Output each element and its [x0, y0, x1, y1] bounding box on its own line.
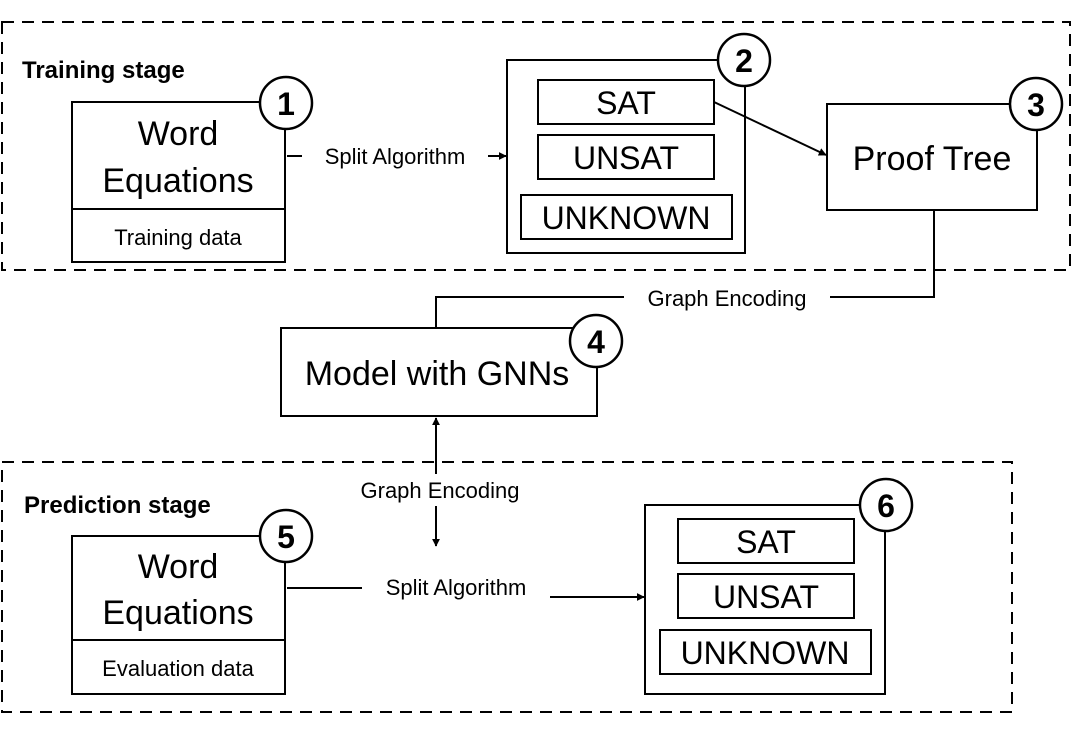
- training-sat-box: [537, 79, 715, 125]
- prediction-unknown-box: [659, 629, 872, 675]
- training-unknown-label: UNKNOWN: [542, 200, 711, 236]
- prediction-results-box: SAT UNSAT UNKNOWN: [644, 504, 886, 695]
- proof-tree-box: Proof Tree: [826, 103, 1038, 211]
- graph-encoding-mid-label: Graph Encoding: [361, 478, 520, 503]
- model-gnn-box: Model with GNNs: [280, 327, 598, 417]
- badge-1-label: 1: [277, 86, 295, 122]
- training-data-label: Training data: [114, 225, 242, 250]
- evaluation-data-label: Evaluation data: [102, 656, 254, 681]
- sat-to-proof-tree-arrow: [713, 101, 827, 156]
- training-unsat-box: [537, 134, 715, 180]
- badge-4-label: 4: [587, 324, 605, 360]
- training-word-equations-line2: Equations: [102, 162, 253, 200]
- training-sat-label: SAT: [596, 85, 656, 121]
- training-split-label: Split Algorithm: [325, 144, 466, 169]
- badge-2: 2: [716, 32, 772, 88]
- graph-encoding-top-label: Graph Encoding: [648, 286, 807, 311]
- prediction-unsat-box: [677, 573, 855, 619]
- prediction-word-equations-line1: Word: [138, 548, 219, 586]
- badge-3: 3: [1008, 76, 1064, 132]
- badge-4: 4: [568, 313, 624, 369]
- prediction-split-label: Split Algorithm: [386, 575, 527, 600]
- proof-tree-label: Proof Tree: [853, 140, 1012, 178]
- badge-3-label: 3: [1027, 87, 1045, 123]
- training-unsat-label: UNSAT: [573, 140, 679, 176]
- prediction-unsat-label: UNSAT: [713, 579, 819, 615]
- prediction-stage-frame: [1, 461, 1013, 713]
- badge-5-label: 5: [277, 519, 295, 555]
- training-results-box: SAT UNSAT UNKNOWN: [506, 59, 746, 254]
- prediction-word-equations-line2: Equations: [102, 594, 253, 632]
- model-gnn-label: Model with GNNs: [305, 355, 570, 393]
- training-word-equations-line1: Word: [138, 115, 219, 153]
- badge-1: 1: [258, 75, 314, 131]
- badge-6: 6: [858, 477, 914, 533]
- prediction-word-equations-box: Word Equations Evaluation data: [71, 535, 286, 695]
- training-unknown-box: [520, 194, 733, 240]
- prediction-sat-box: [677, 518, 855, 564]
- prediction-stage-label: Prediction stage: [24, 492, 211, 519]
- prediction-sat-label: SAT: [736, 524, 796, 560]
- training-stage-label: Training stage: [22, 57, 185, 84]
- badge-6-label: 6: [877, 488, 895, 524]
- training-word-equations-box: Word Equations Training data: [71, 101, 286, 263]
- training-stage-frame: [1, 21, 1071, 271]
- prediction-unknown-label: UNKNOWN: [681, 635, 850, 671]
- badge-5: 5: [258, 508, 314, 564]
- badge-2-label: 2: [735, 43, 753, 79]
